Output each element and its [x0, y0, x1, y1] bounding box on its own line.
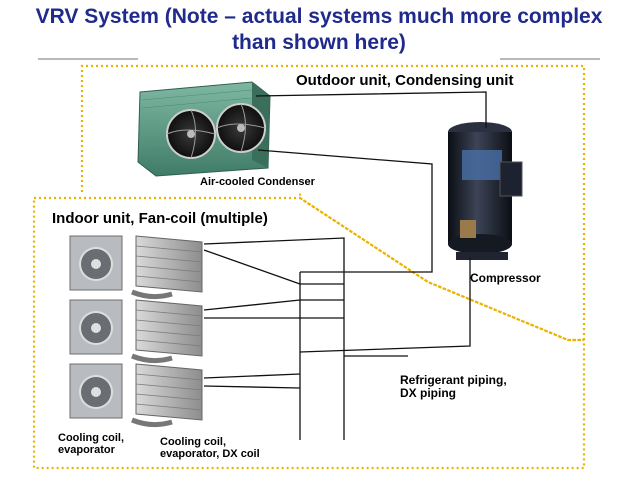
title-rule-left: [38, 58, 138, 60]
outdoor-unit-boundary: [80, 64, 586, 342]
condenser-fan-icon: [137, 81, 271, 177]
dx-coil-label-line-2: evaporator, DX coil: [160, 448, 260, 460]
piping-label-line-2: DX piping: [400, 386, 456, 400]
indoor-unit-label: Indoor unit, Fan-coil (multiple): [52, 210, 268, 227]
piping-label-line-1: Refrigerant piping,: [400, 373, 507, 387]
coil-icon: [131, 235, 203, 428]
page-title: VRV System (Note – actual systems much m…: [0, 4, 638, 56]
title-line-1: VRV System (Note – actual systems much m…: [35, 5, 603, 28]
compressor-label: Compressor: [470, 271, 541, 285]
fan-coil-unit-icon: [69, 235, 123, 419]
title-rule-right: [500, 58, 600, 60]
cooling-coil-label-line-2: evaporator: [58, 444, 115, 456]
outdoor-unit-label: Outdoor unit, Condensing unit: [296, 72, 514, 89]
condenser-label: Air-cooled Condenser: [200, 176, 315, 188]
compressor-icon: [448, 122, 523, 260]
indoor-unit-boundary: [32, 196, 586, 470]
refrigerant-piping: [203, 91, 487, 440]
piping-label: Refrigerant piping, DX piping: [400, 374, 507, 400]
title-line-2: than shown here): [232, 31, 406, 54]
cooling-coil-label-line-1: Cooling coil,: [58, 432, 124, 444]
cooling-coil-label: Cooling coil, evaporator: [58, 432, 124, 456]
dx-coil-label-line-1: Cooling coil,: [160, 436, 226, 448]
dx-coil-label: Cooling coil, evaporator, DX coil: [160, 436, 260, 460]
